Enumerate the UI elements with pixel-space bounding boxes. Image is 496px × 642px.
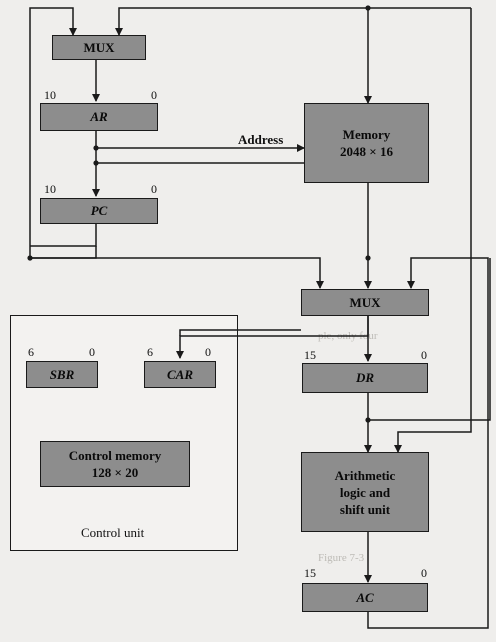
address-label: Address xyxy=(238,132,284,147)
wire-top-bus-to-mux-top xyxy=(115,7,471,36)
wire-ac-to-mux xyxy=(367,257,489,629)
pc-high-bit: 10 xyxy=(44,182,56,196)
ar-label: AR xyxy=(90,109,108,124)
control-unit-frame xyxy=(10,315,238,551)
control-memory-line2: 128 × 20 xyxy=(91,465,139,480)
ac-label: AC xyxy=(356,589,374,605)
alu-line3: shift unit xyxy=(339,501,391,517)
junction-dot xyxy=(27,255,33,261)
sbr-label: SBR xyxy=(49,366,75,382)
ar-high-bit: 10 xyxy=(44,88,56,102)
memory-unit: Memory 2048 × 16 xyxy=(304,103,429,183)
pc-low-bit: 0 xyxy=(151,182,157,196)
dr-low-bit: 0 xyxy=(421,348,427,362)
memory-line2: 2048 × 16 xyxy=(340,144,393,159)
wire-pc-to-mux-mid xyxy=(30,224,97,247)
junction-dot xyxy=(365,255,371,261)
dr-label: DR xyxy=(355,370,375,385)
car-label: CAR xyxy=(166,366,193,382)
ar-register: AR xyxy=(40,103,158,131)
mux-middle: MUX xyxy=(301,289,429,316)
car-register: CAR xyxy=(144,361,216,388)
control-unit-label: Control unit xyxy=(81,525,145,540)
control-memory-line1: Control memory xyxy=(68,448,162,463)
mux-top: MUX xyxy=(52,35,146,60)
wire-left-loop-to-mux-top xyxy=(29,7,77,258)
pc-register: PC xyxy=(40,198,158,224)
car-low-bit: 0 xyxy=(205,345,211,359)
junction-dot xyxy=(365,417,371,423)
mux-top-label: MUX xyxy=(83,39,115,55)
memory-line1: Memory xyxy=(342,127,391,142)
junction-dot xyxy=(365,5,371,11)
ac-register: AC xyxy=(302,583,428,612)
alu-line1: Arithmetic xyxy=(334,467,396,483)
control-memory: Control memory 128 × 20 xyxy=(40,441,190,487)
wire-dr-to-car xyxy=(176,316,369,359)
wire-dr-to-memory-loop xyxy=(368,258,491,421)
sbr-register: SBR xyxy=(26,361,98,388)
pc-label: PC xyxy=(90,203,108,218)
ar-low-bit: 0 xyxy=(151,88,157,102)
wire-left-to-mux-mid xyxy=(30,257,324,289)
wire-pc-bus xyxy=(30,246,97,259)
dr-register: DR xyxy=(302,363,428,393)
sbr-low-bit: 0 xyxy=(89,345,95,359)
wire-bus-to-alu xyxy=(394,8,472,453)
mux-middle-label: MUX xyxy=(349,294,381,310)
ac-low-bit: 0 xyxy=(421,566,427,580)
junction-dot xyxy=(93,160,99,166)
alu-unit: Arithmetic logic and shift unit xyxy=(301,452,429,532)
ac-high-bit: 15 xyxy=(304,566,316,580)
alu-line2: logic and xyxy=(339,484,391,500)
bleed-text-3: Figure 7-3 xyxy=(318,552,365,564)
car-high-bit: 6 xyxy=(147,345,153,359)
sbr-high-bit: 6 xyxy=(28,345,34,359)
dr-high-bit: 15 xyxy=(304,348,316,362)
junction-dot xyxy=(93,145,99,151)
wire-dr-to-pc-top xyxy=(179,329,301,336)
